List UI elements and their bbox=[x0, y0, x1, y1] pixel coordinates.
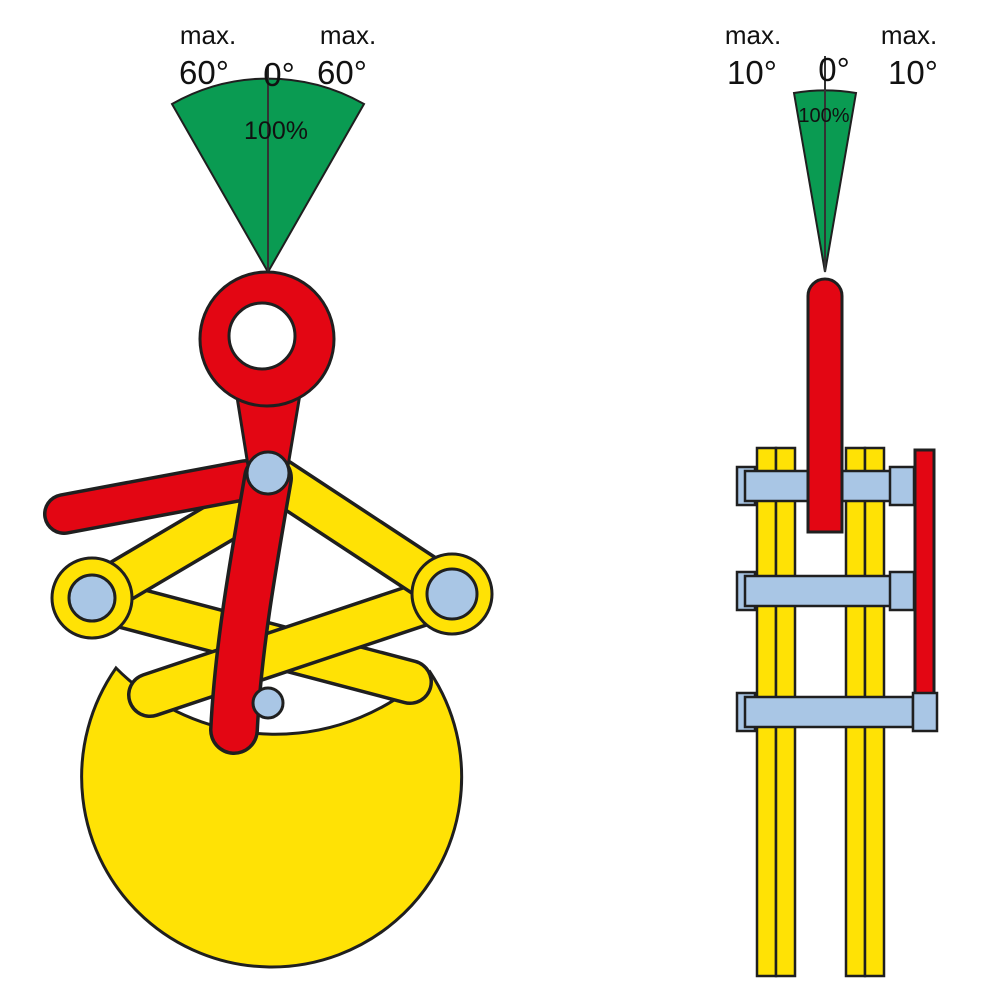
front-angle-right-label: 60° bbox=[317, 54, 367, 91]
cross-bolt-bottom bbox=[735, 691, 939, 733]
cross-bolt-middle bbox=[735, 570, 916, 612]
tension-bar-side bbox=[913, 448, 936, 697]
side-max-right-label: max. bbox=[881, 20, 937, 50]
release-handle bbox=[43, 459, 267, 535]
center-link-pin bbox=[251, 686, 285, 720]
side-angle-right-label: 10° bbox=[888, 54, 938, 91]
main-lever-arm bbox=[209, 453, 293, 755]
front-view: max. 60° 0° max. 60° 100% bbox=[43, 20, 494, 969]
right-arm-pin bbox=[425, 567, 479, 621]
claw-crescent bbox=[80, 665, 464, 969]
main-pivot-pin bbox=[245, 450, 291, 496]
front-angle-center-label: 0° bbox=[263, 56, 295, 93]
side-max-left-label: max. bbox=[725, 20, 781, 50]
side-capacity-label: 100% bbox=[798, 105, 849, 127]
front-angle-left-label: 60° bbox=[179, 54, 229, 91]
front-max-left-label: max. bbox=[180, 20, 236, 50]
front-capacity-label: 100% bbox=[244, 117, 308, 145]
left-arm-pin bbox=[67, 573, 117, 623]
front-max-right-label: max. bbox=[320, 20, 376, 50]
shackle-side bbox=[806, 277, 844, 534]
scissor-arm-cross-right bbox=[127, 571, 475, 718]
side-angle-center-label: 0° bbox=[818, 51, 850, 88]
lifting-eye-hole bbox=[227, 301, 297, 371]
side-angle-left-label: 10° bbox=[727, 54, 777, 91]
side-view: max. 10° 0° max. 10° 100% bbox=[725, 20, 939, 978]
